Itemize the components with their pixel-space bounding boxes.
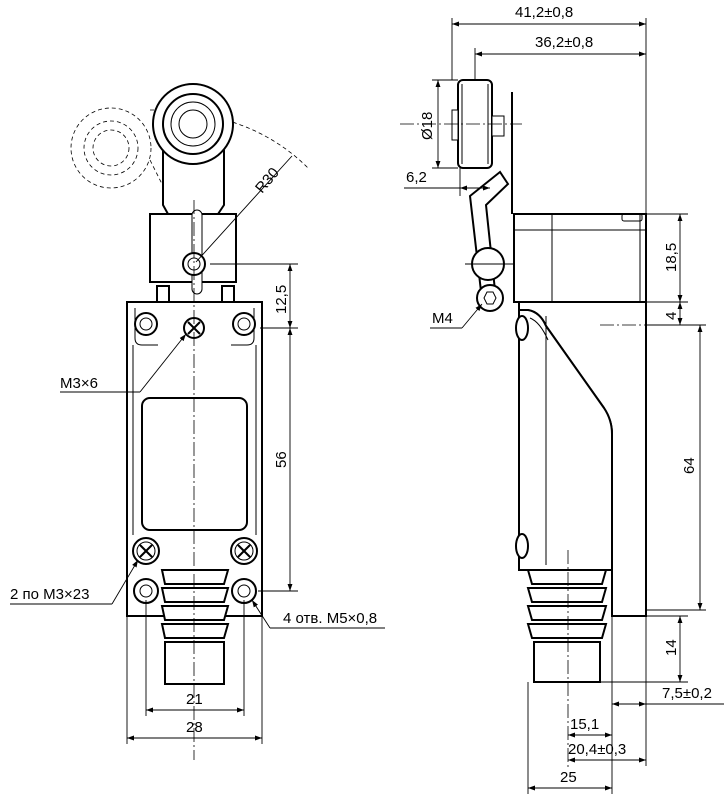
dim-12-5: 12,5 (273, 285, 290, 314)
dim-41-2: 41,2±0,8 (515, 4, 573, 21)
dim-64: 64 (681, 457, 698, 474)
cover-screw-left (132, 537, 160, 565)
base-hole-right (231, 578, 257, 604)
dim-28: 28 (186, 719, 203, 736)
dim-18-5: 18,5 (663, 243, 680, 272)
base-hole-left (133, 578, 159, 604)
dim-6-2: 6,2 (406, 169, 427, 186)
cover-window (141, 397, 248, 531)
cover-screw-right (230, 537, 258, 565)
cover-side (518, 309, 613, 571)
dim-56: 56 (273, 451, 290, 468)
dim-14: 14 (663, 639, 680, 656)
dim-15-1: 15,1 (570, 716, 599, 733)
label-m3x6: M3×6 (60, 375, 98, 392)
side-view: 41,2±0,8 36,2±0,8 Ø18 6,2 M4 18,5 4 64 (400, 4, 724, 794)
m4-hex-screw (476, 284, 504, 312)
roller (152, 83, 234, 165)
dim-25: 25 (560, 769, 577, 786)
top-hole-left (134, 312, 158, 336)
label-2xm3x23: 2 по M3×23 (10, 586, 89, 603)
dim-4: 4 (663, 312, 680, 320)
body-inner-left (134, 308, 158, 346)
body-inner-right (231, 308, 255, 346)
dim-7-5: 7,5±0,2 (662, 685, 712, 702)
dim-d18: Ø18 (419, 112, 436, 140)
top-hole-right (232, 312, 256, 336)
plunger-slot (191, 209, 203, 295)
r30-leader (195, 155, 293, 263)
main-body (126, 301, 263, 617)
dim-21: 21 (186, 691, 203, 708)
label-m4: M4 (432, 310, 453, 327)
r30-label: R30 (252, 165, 283, 197)
cable-gland-front (160, 569, 230, 685)
dim-20-4: 20,4±0,3 (568, 741, 626, 758)
dim-36-2: 36,2±0,8 (535, 34, 593, 51)
head-housing-side (513, 213, 647, 303)
front-view: R30 12,5 56 M3×6 2 по M3×23 4 отв. M5×0,… (10, 83, 385, 760)
label-4holes: 4 отв. M5×0,8 (283, 610, 377, 627)
cable-gland-side (526, 569, 608, 683)
